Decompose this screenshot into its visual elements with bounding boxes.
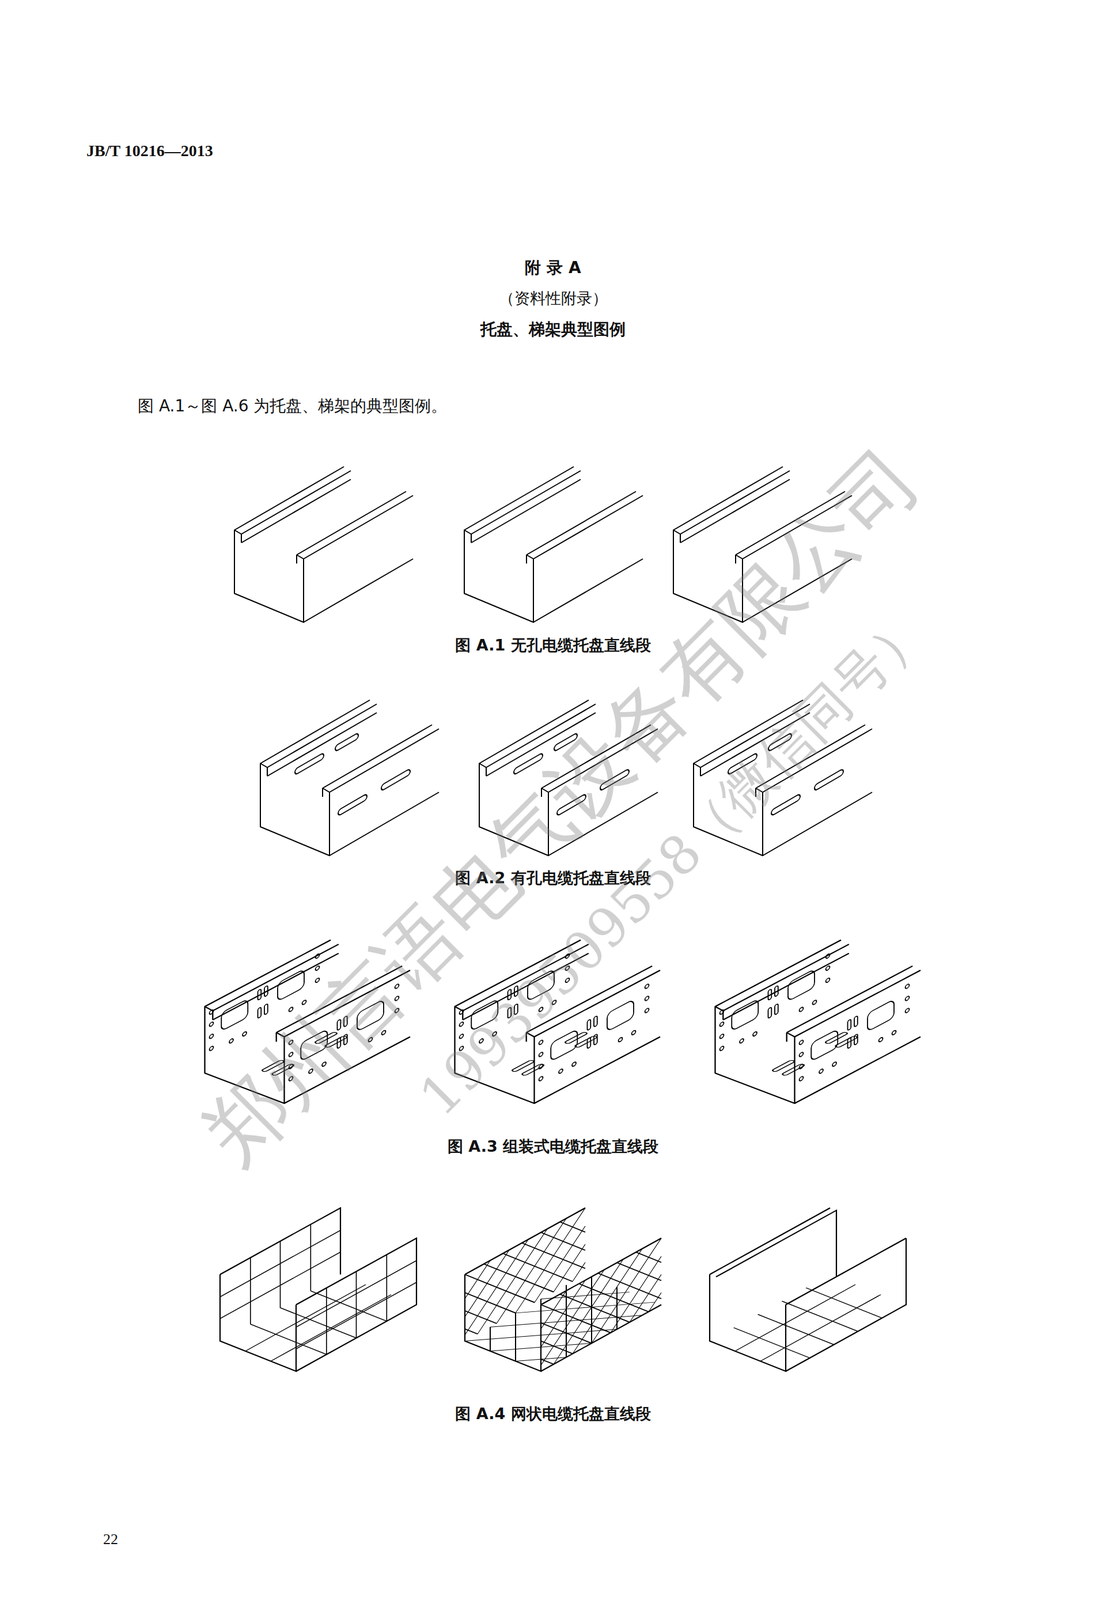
- figure-caption: 图 A.1 无孔电缆托盘直线段: [455, 635, 651, 655]
- figure-caption: 图 A.4 网状电缆托盘直线段: [455, 1404, 651, 1423]
- standard-number: JB/T 10216—2013: [86, 141, 214, 161]
- watermark: 19939509558（微信同号）: [411, 600, 937, 1126]
- page-number: 22: [103, 1529, 119, 1548]
- figure-a3: [205, 940, 922, 1104]
- figure-a2: [260, 699, 873, 856]
- appendix-heading: 附 录 A: [524, 258, 581, 278]
- figure-a4: [220, 1207, 907, 1371]
- intro-text: 图 A.1～图 A.6 为托盘、梯架的典型图例。: [137, 396, 448, 416]
- appendix-type: （资料性附录）: [498, 289, 608, 308]
- appendix-title: 托盘、梯架典型图例: [480, 319, 626, 340]
- figure-a1: [234, 466, 852, 623]
- watermark: 郑州言语电气设备有限公司: [190, 435, 933, 1177]
- figure-caption: 图 A.3 组装式电缆托盘直线段: [447, 1137, 659, 1156]
- figure-caption: 图 A.2 有孔电缆托盘直线段: [455, 868, 651, 888]
